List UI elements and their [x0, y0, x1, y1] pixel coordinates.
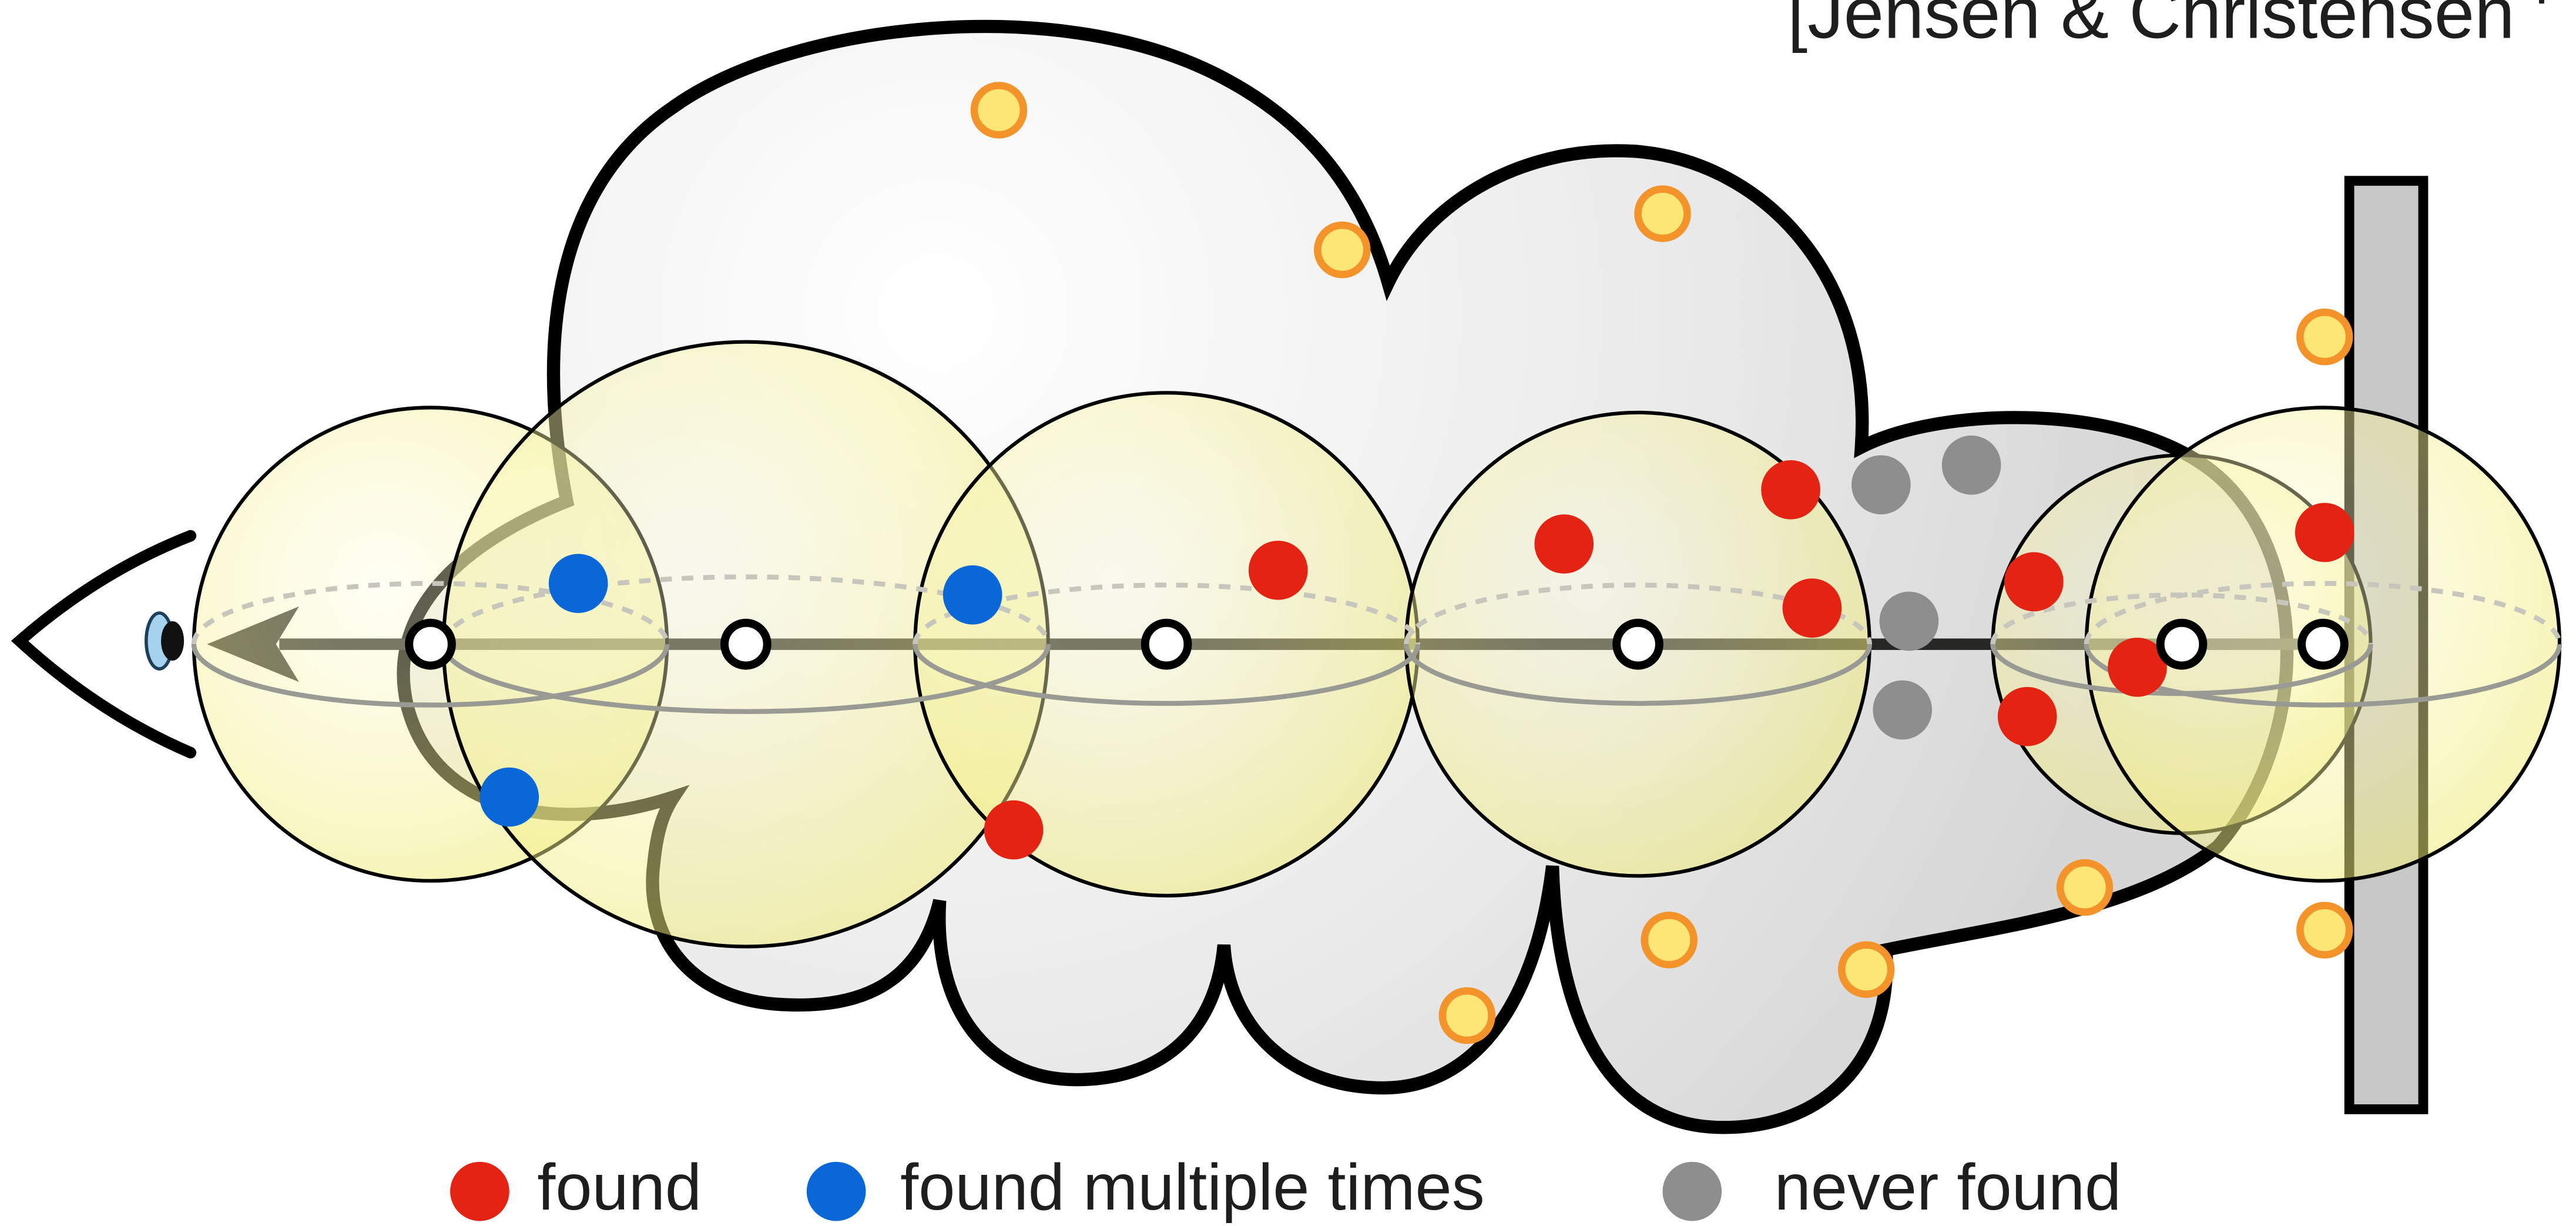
sphere-equator-front [913, 644, 1421, 706]
legend-label-never-found: never found [1775, 1150, 2122, 1224]
found-multiple-photons [479, 554, 1002, 827]
citation: [Jensen & Christensen ' [1787, 0, 2548, 53]
found-multiple-photon [942, 565, 1002, 625]
legend-swatch-found [450, 1161, 509, 1221]
never-found-photon [1852, 455, 1911, 515]
sphere-equators-back [191, 574, 2562, 645]
photon [1438, 987, 1495, 1044]
found-photon [2004, 552, 2064, 612]
found-photon [2108, 637, 2167, 697]
legend-swatch-found-multiple [806, 1161, 866, 1221]
photon [1641, 912, 1698, 969]
found-photon [1761, 460, 1820, 520]
found-multiple-photon [479, 767, 539, 827]
eye-lids [11, 530, 197, 759]
found-photon [1248, 540, 1308, 600]
found-photon [2295, 503, 2354, 562]
legend-item-found-multiple: found multiple times [806, 1150, 1485, 1224]
eye-icon [11, 530, 197, 759]
legend-item-never-found: never found [1662, 1150, 2121, 1224]
never-found-photon [1941, 436, 2001, 495]
found-photons [984, 460, 2354, 860]
photon [2296, 902, 2353, 959]
sphere-equator-front [441, 644, 1051, 714]
photon [1314, 221, 1371, 279]
legend-swatch-never-found [1662, 1161, 1722, 1221]
never-found-photons [1852, 436, 2001, 740]
found-photon [984, 800, 1044, 860]
legend-label-found-multiple: found multiple times [900, 1150, 1485, 1224]
sample-point [405, 618, 456, 670]
ray-sample-points [405, 618, 2349, 670]
outside-photons [970, 82, 2353, 1044]
found-photon [1782, 578, 1842, 638]
sample-point [720, 618, 772, 670]
photon [1837, 941, 1895, 998]
photon [2296, 309, 2353, 366]
sample-point [1141, 618, 1192, 670]
sphere-equator-front [191, 644, 670, 708]
legend: found found multiple times never found [450, 1150, 2121, 1224]
eye-pupil [161, 621, 185, 661]
sphere-equator-back [441, 574, 1051, 645]
found-multiple-photon [548, 554, 608, 613]
sphere-equator-front [1404, 644, 1872, 706]
never-found-photon [1879, 591, 1939, 651]
legend-label-found: found [537, 1150, 702, 1224]
sample-point [1612, 618, 1663, 670]
sample-point [2297, 618, 2349, 670]
found-photon [1997, 686, 2057, 746]
sphere-equator-back [913, 582, 1421, 645]
found-photon [1534, 514, 1594, 574]
sphere-equator-back [1404, 582, 1872, 645]
sample-point [2156, 618, 2208, 670]
photon [1634, 185, 1691, 242]
photon [970, 82, 1028, 139]
legend-item-found: found [450, 1150, 702, 1224]
never-found-photon [1873, 680, 1932, 740]
photon [2056, 859, 2114, 916]
